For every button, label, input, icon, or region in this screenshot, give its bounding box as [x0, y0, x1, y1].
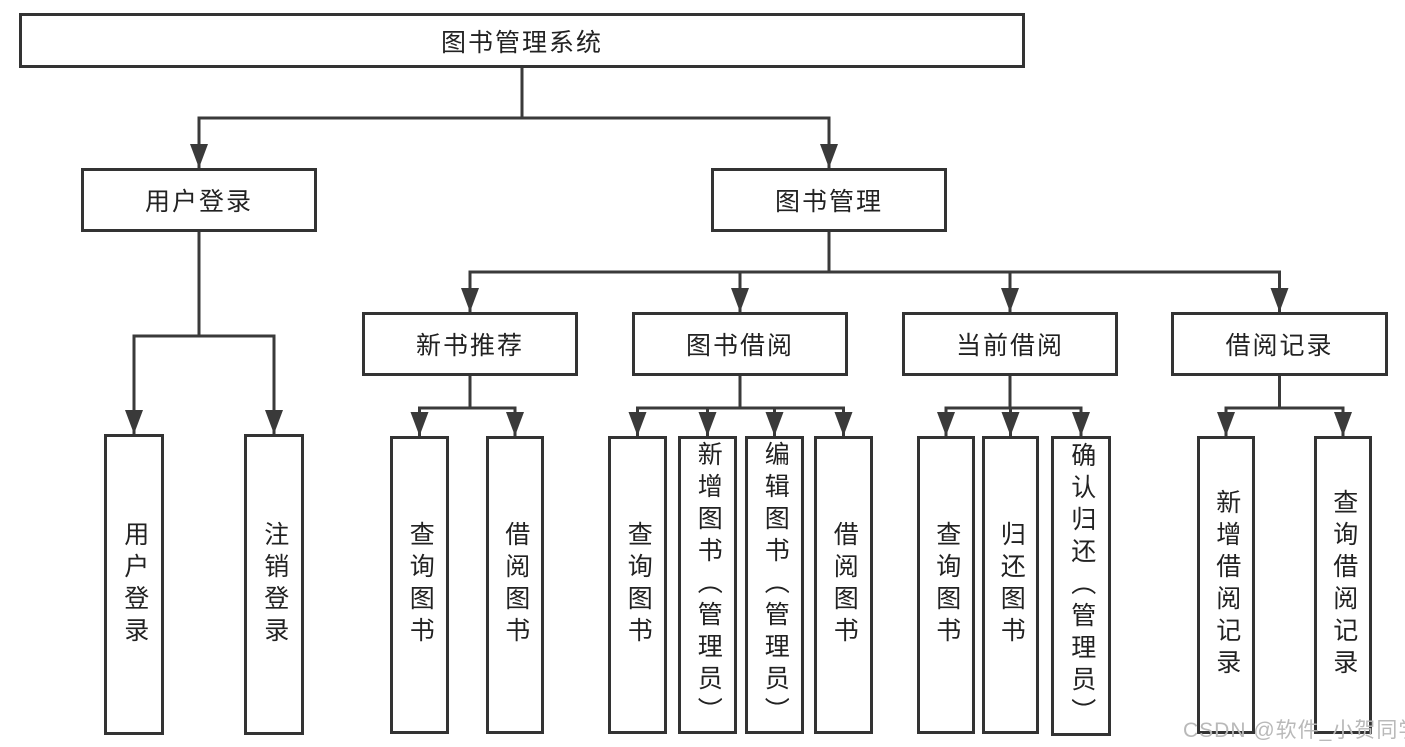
watermark: CSDN @软件_小贺同学 [1183, 719, 1405, 742]
leaf-borrow-books-label: 借阅图书 [830, 521, 859, 649]
node-new-book-recommendation-label: 新书推荐 [415, 332, 524, 360]
node-root-system-label: 图书管理系统 [440, 28, 603, 57]
leaf-logout-label: 注销登录 [260, 520, 289, 649]
connector-book-borrowing-children [628, 376, 853, 436]
leaf-logout: 注销登录 [244, 434, 304, 735]
leaf-add-books-admin-label: 新增图书（管理员） [694, 441, 723, 729]
leaf-edit-books-admin-label: 编辑图书（管理员） [761, 441, 790, 729]
node-new-book-recommendation: 新书推荐 [362, 312, 578, 376]
leaf-query-books-current-label: 查询图书 [932, 521, 961, 649]
leaf-query-books-borrowing: 查询图书 [608, 436, 667, 734]
connector-root-to-level2 [190, 68, 838, 168]
leaf-user-login-label: 用户登录 [120, 520, 149, 649]
leaf-confirm-return-admin-label: 确认归还（管理员） [1067, 442, 1096, 730]
leaf-query-borrow-record-label: 查询借阅记录 [1329, 489, 1358, 681]
leaf-return-books-label: 归还图书 [997, 521, 1026, 649]
node-book-borrowing: 图书借阅 [632, 312, 848, 376]
node-root-system: 图书管理系统 [19, 13, 1025, 68]
leaf-confirm-return-admin: 确认归还（管理员） [1051, 436, 1111, 736]
connector-book-management-children [461, 232, 1289, 312]
leaf-query-books-recommendation: 查询图书 [390, 436, 449, 734]
node-book-borrowing-label: 图书借阅 [685, 332, 794, 360]
node-current-borrowing-label: 当前借阅 [955, 332, 1064, 360]
leaf-borrow-books-recommendation: 借阅图书 [486, 436, 544, 734]
leaf-query-books-borrowing-label: 查询图书 [624, 521, 653, 649]
leaf-borrow-books: 借阅图书 [814, 436, 873, 734]
connector-new-book-recommendation-children [410, 376, 524, 436]
leaf-add-borrow-record-label: 新增借阅记录 [1212, 489, 1241, 681]
node-book-management: 图书管理 [711, 168, 947, 232]
leaf-query-borrow-record: 查询借阅记录 [1314, 436, 1372, 734]
leaf-add-borrow-record: 新增借阅记录 [1197, 436, 1255, 734]
node-borrow-records: 借阅记录 [1171, 312, 1388, 376]
node-user-login-label: 用户登录 [144, 188, 253, 216]
leaf-add-books-admin: 新增图书（管理员） [678, 436, 737, 734]
leaf-user-login: 用户登录 [104, 434, 164, 735]
leaf-query-books-current: 查询图书 [917, 436, 975, 734]
node-book-management-label: 图书管理 [774, 188, 883, 216]
connector-borrow-records-children [1217, 376, 1352, 436]
leaf-return-books: 归还图书 [982, 436, 1039, 734]
connector-user-login-children [125, 232, 283, 434]
node-borrow-records-label: 借阅记录 [1225, 332, 1334, 360]
node-user-login: 用户登录 [81, 168, 317, 232]
leaf-borrow-books-recommendation-label: 借阅图书 [501, 521, 530, 649]
node-current-borrowing: 当前借阅 [902, 312, 1118, 376]
leaf-edit-books-admin: 编辑图书（管理员） [745, 436, 804, 734]
leaf-query-books-recommendation-label: 查询图书 [406, 521, 435, 649]
connector-current-borrowing-children [937, 376, 1090, 436]
